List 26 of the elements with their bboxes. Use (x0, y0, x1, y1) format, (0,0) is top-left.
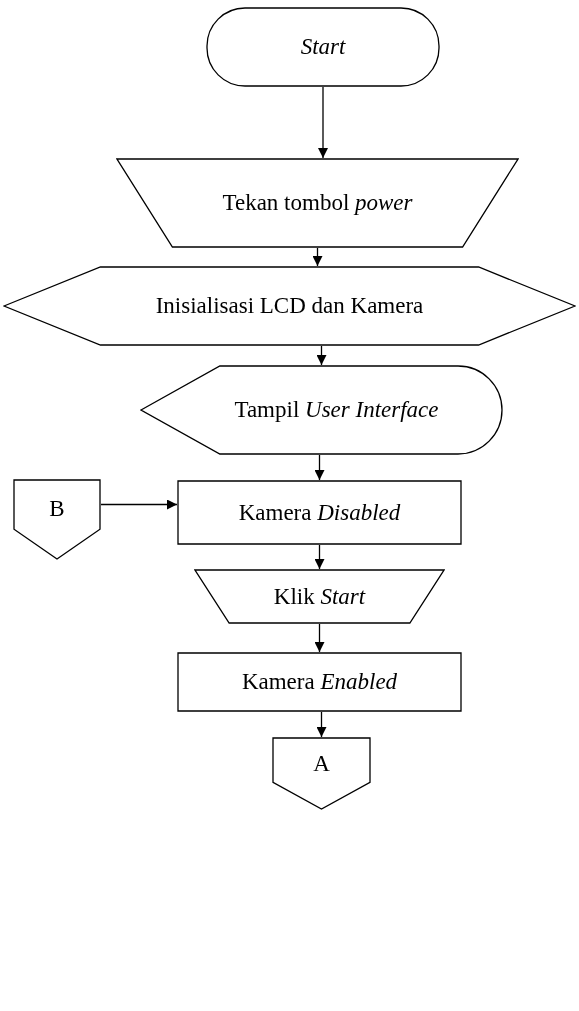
node-label: Klik Start (273, 582, 366, 611)
display-shape (140, 365, 503, 455)
off-page-connector (272, 737, 371, 810)
node-label: A (313, 750, 330, 779)
arrow (316, 345, 327, 366)
node-label: Tekan tombol power (222, 189, 413, 217)
off-page-connector (13, 479, 101, 560)
arrow (314, 623, 325, 653)
node-label: B (49, 495, 65, 524)
trapezoid-shape (194, 569, 445, 624)
hexagon-shape (3, 266, 576, 346)
process-box (177, 480, 462, 545)
node-label: Inisialisasi LCD dan Kamera (155, 292, 424, 320)
arrow (314, 454, 325, 481)
process-box (177, 652, 462, 712)
node-label: Kamera Enabled (241, 668, 398, 696)
node-label: Kamera Disabled (238, 498, 401, 527)
node-label: Tampil User Interface (234, 396, 439, 424)
arrow (316, 711, 327, 738)
arrow (318, 86, 328, 159)
trapezoid-shape (116, 158, 519, 248)
arrow (314, 544, 325, 570)
terminator-shape (206, 7, 440, 87)
arrow (100, 499, 178, 510)
arrow (312, 247, 323, 267)
node-label: Start (300, 33, 346, 61)
